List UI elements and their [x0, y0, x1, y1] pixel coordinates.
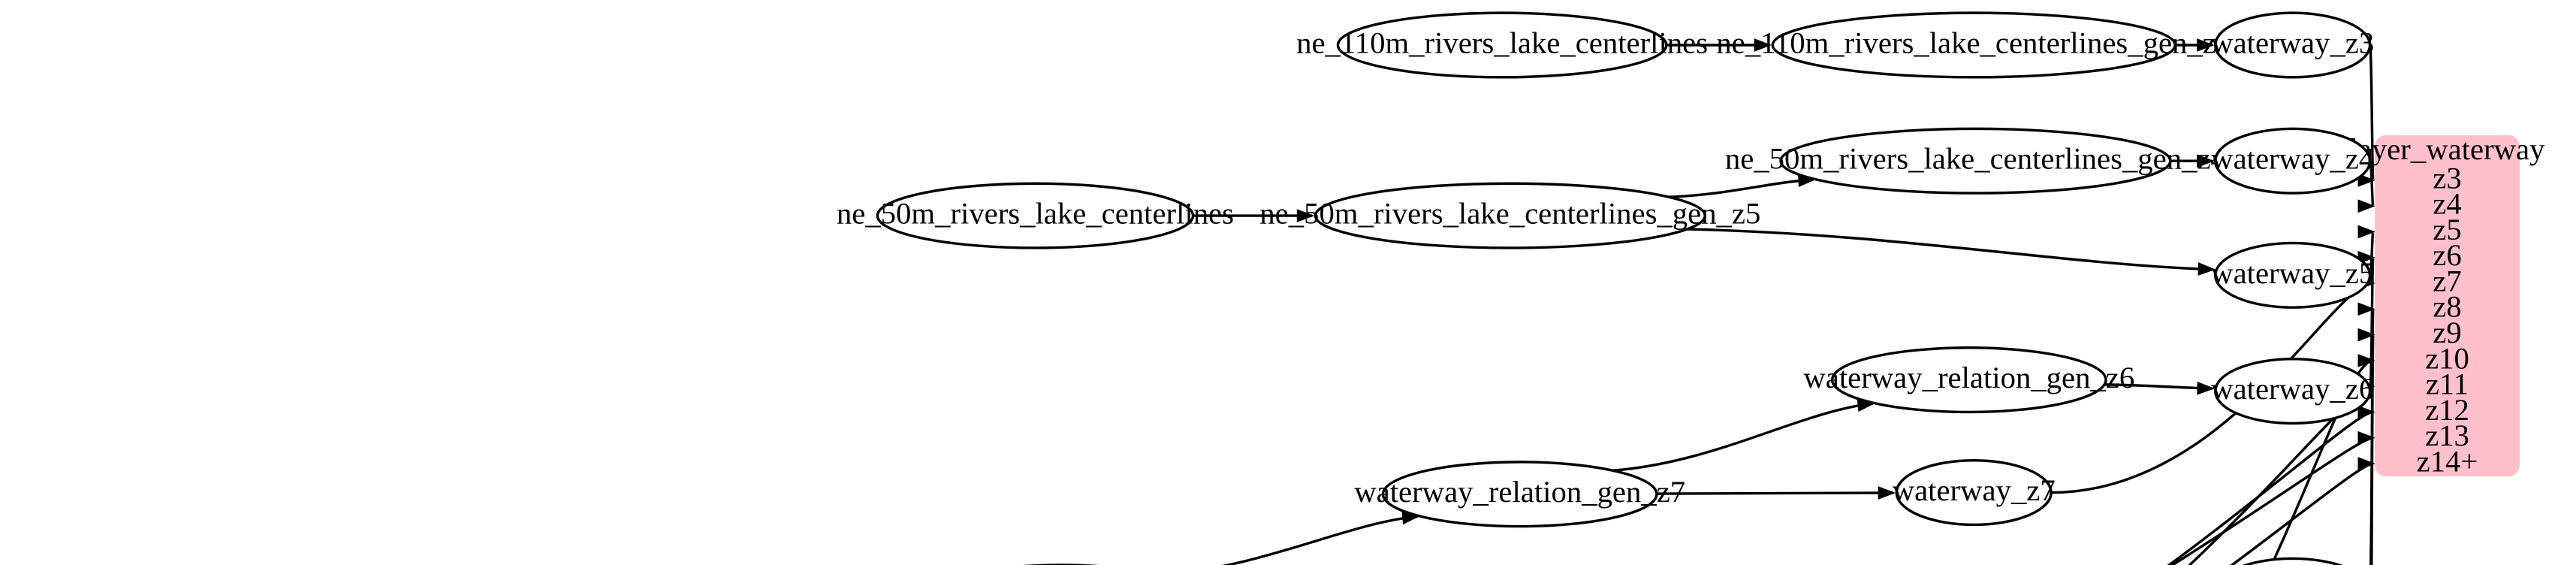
- node-ellipse: [2214, 241, 2372, 309]
- node-ellipse: [876, 182, 1195, 249]
- edge-waterway_relation_gen_z8-to-waterway_relation_gen_z7: [1222, 515, 1418, 565]
- edge-waterway_z3-to-layer_row_z3: [2368, 44, 2375, 182]
- node-ne_50m_rivers_lake_centerlines[interactable]: ne_50m_rivers_lake_centerlines: [837, 182, 1234, 249]
- edge-waterway_z9-to-layer_row_z9: [2370, 333, 2375, 565]
- edge-arrowhead: [2197, 38, 2215, 52]
- edge-arrowhead: [2357, 174, 2375, 187]
- edge-waterway_relation_gen_z6-to-waterway_z6: [2104, 383, 2213, 390]
- node-ne_110m_rivers_lake_centerlines[interactable]: ne_110m_rivers_lake_centerlines: [1296, 11, 1708, 79]
- edge-arrowhead: [2357, 405, 2375, 419]
- layer-waterway-table[interactable]: layer_waterwayz3z4z5z6z7z8z9z10z11z12z13…: [2350, 132, 2546, 479]
- node-ellipse: [2214, 127, 2372, 195]
- node-ne_50m_rivers_lake_centerlines_gen_z5[interactable]: ne_50m_rivers_lake_centerlines_gen_z5: [1259, 182, 1760, 249]
- edge-waterway_z13-to-layer_row_z13: [2170, 437, 2374, 565]
- node-ellipse: [2214, 358, 2372, 425]
- node-waterway_z7[interactable]: waterway_z7: [1893, 459, 2056, 527]
- node-waterway_z6[interactable]: waterway_z6: [2211, 358, 2374, 425]
- edge-ne_50m_rivers_lake_centerlines_gen_z5-to-ne_50m_rivers_lake_centerlines_gen_z4: [1669, 178, 1814, 198]
- node-ne_110m_rivers_lake_centerlines_gen_z3[interactable]: ne_110m_rivers_lake_centerlines_gen_z3: [1716, 11, 2231, 79]
- node-waterway_z5[interactable]: waterway_z5: [2211, 241, 2374, 309]
- edge-arrowhead: [2357, 457, 2375, 470]
- node-ellipse: [1771, 11, 2176, 79]
- edges-group: [1193, 38, 2375, 565]
- node-ellipse: [2214, 11, 2372, 79]
- node-ellipse: [1336, 11, 1668, 79]
- node-ellipse: [1314, 182, 1706, 249]
- nodes-group: imposm3osm_waterway_relationosm_waterway…: [837, 11, 2374, 565]
- node-waterway_relation_gen_z6[interactable]: waterway_relation_gen_z6: [1803, 346, 2134, 414]
- node-ellipse: [1779, 127, 2172, 195]
- node-ellipse: [1895, 459, 2053, 527]
- edge-arrowhead: [1296, 209, 1315, 222]
- edge-arrowhead: [2357, 225, 2375, 239]
- node-ellipse: [1381, 461, 1658, 528]
- edge-arrowhead: [2197, 262, 2216, 276]
- layer-table-outline: [2375, 134, 2520, 477]
- edge-arrowhead: [1754, 38, 1772, 52]
- edge-arrowhead: [1878, 486, 1896, 500]
- node-waterway_z4[interactable]: waterway_z4: [2211, 127, 2374, 195]
- edge-waterway_relation_gen_z7-to-waterway_relation_gen_z6: [1612, 402, 1873, 472]
- node-waterway_z3[interactable]: waterway_z3: [2211, 11, 2374, 79]
- edge-arrowhead: [2197, 381, 2215, 395]
- edge-waterway_z14-to-layer_row_z14plus: [2230, 462, 2374, 565]
- edge-arrowhead: [2197, 154, 2215, 168]
- edge-ne_50m_rivers_lake_centerlines_gen_z5-to-waterway_z5: [1687, 228, 2214, 271]
- edge-arrowhead: [2357, 328, 2375, 342]
- node-waterway_z8[interactable]: waterway_z8: [2211, 557, 2374, 565]
- edge-arrowhead: [2357, 302, 2375, 316]
- edge-waterway_relation_gen_z7-to-waterway_z7: [1656, 491, 1894, 495]
- edge-arrowhead: [2357, 354, 2375, 367]
- edge-arrowhead: [2357, 199, 2375, 213]
- edge-waterway_z12-to-layer_row_z12: [2167, 410, 2374, 565]
- edge-arrowhead: [2357, 431, 2375, 445]
- node-ellipse: [2242, 557, 2343, 565]
- node-ellipse: [1830, 346, 2107, 414]
